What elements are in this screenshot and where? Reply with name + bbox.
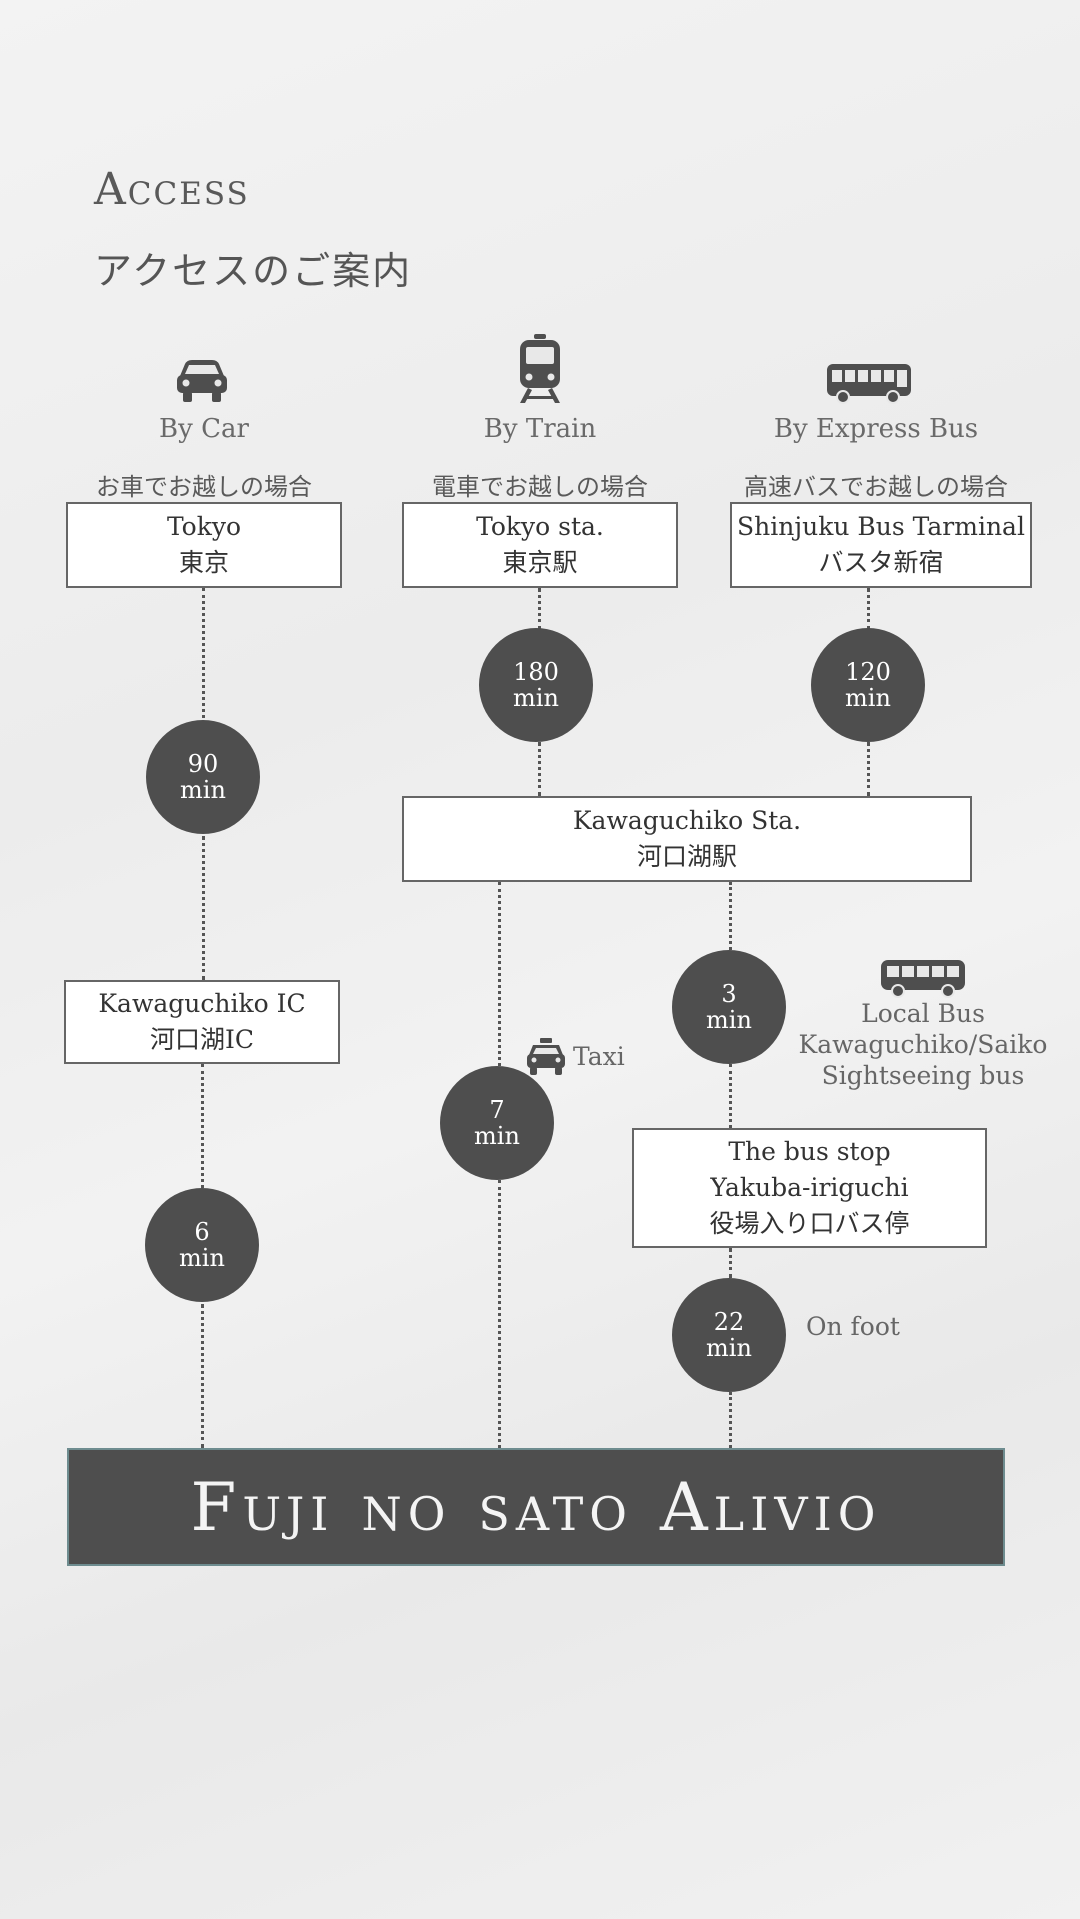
station-name-en: The bus stop	[728, 1137, 891, 1166]
destination-name: Fuji no sato Alivio	[190, 1468, 882, 1546]
duration-value: 90	[187, 750, 219, 778]
local-bus-label-line: Local Bus	[861, 999, 985, 1028]
local-bus-label: Local Bus Kawaguchiko/Saiko Sightseeing …	[782, 998, 1064, 1091]
station-name-ja: 河口湖IC	[149, 1025, 254, 1054]
connector-line	[867, 588, 870, 630]
bus-icon	[826, 362, 912, 404]
on-foot-label: On foot	[806, 1312, 900, 1341]
duration-value: 22	[713, 1308, 745, 1336]
connector-line	[202, 588, 205, 718]
duration-unit: min	[706, 1334, 752, 1362]
mode-car-sub: お車でお越しの場合	[96, 473, 312, 501]
duration-unit: min	[180, 776, 226, 804]
duration-unit: min	[513, 684, 559, 712]
connector-line	[201, 1064, 204, 1188]
local-bus-icon	[880, 958, 966, 998]
destination-banner: Fuji no sato Alivio	[67, 1448, 1005, 1566]
duration-value: 3	[721, 980, 737, 1008]
duration-circle-car-1: 90 min	[146, 720, 260, 834]
station-name-en: Shinjuku Bus Tarminal	[737, 512, 1025, 541]
taxi-label: Taxi	[573, 1042, 625, 1071]
duration-circle-taxi: 7 min	[440, 1066, 554, 1180]
station-name-en: Kawaguchiko IC	[98, 989, 306, 1018]
station-name-ja: 東京駅	[502, 548, 578, 577]
mode-car-label: By Car	[159, 414, 249, 444]
connector-line	[538, 588, 541, 630]
connector-line	[498, 1180, 501, 1448]
local-bus-label-line: Kawaguchiko/Saiko	[798, 1030, 1048, 1059]
station-name-ja: バスタ新宿	[818, 548, 944, 577]
duration-value: 6	[194, 1218, 210, 1246]
station-shinjuku: Shinjuku Bus Tarminal バスタ新宿	[730, 502, 1032, 588]
connector-line	[729, 882, 732, 950]
connector-line	[498, 882, 501, 1066]
station-name-en: Tokyo	[166, 512, 242, 541]
access-title: Access	[94, 164, 250, 215]
connector-line	[729, 1392, 732, 1448]
mode-bus-sub: 高速バスでお越しの場合	[744, 473, 1008, 501]
connector-line	[867, 742, 870, 796]
taxi-icon	[526, 1038, 566, 1076]
station-name-ja: 役場入り口バス停	[709, 1209, 910, 1238]
duration-circle-foot: 22 min	[672, 1278, 786, 1392]
duration-value: 7	[489, 1096, 505, 1124]
station-name-en: Tokyo sta.	[476, 512, 604, 541]
connector-line	[729, 1064, 732, 1128]
mode-bus-label: By Express Bus	[773, 414, 979, 444]
mode-train-label: By Train	[483, 414, 597, 444]
mode-train-sub: 電車でお越しの場合	[432, 473, 648, 501]
station-bus-stop: The bus stop Yakuba-iriguchi 役場入り口バス停	[632, 1128, 987, 1248]
station-tokyo-sta: Tokyo sta. 東京駅	[402, 502, 678, 588]
station-kawaguchiko-ic: Kawaguchiko IC 河口湖IC	[64, 980, 340, 1064]
duration-circle-car-2: 6 min	[145, 1188, 259, 1302]
station-name-ja: 東京	[178, 548, 229, 577]
connector-line	[729, 1248, 732, 1278]
duration-circle-local-bus: 3 min	[672, 950, 786, 1064]
station-name-en: Yakuba-iriguchi	[710, 1173, 909, 1202]
duration-value: 180	[513, 658, 559, 686]
duration-circle-bus: 120 min	[811, 628, 925, 742]
station-tokyo: Tokyo 東京	[66, 502, 342, 588]
duration-unit: min	[845, 684, 891, 712]
car-icon	[175, 358, 229, 404]
connector-line	[202, 836, 205, 980]
local-bus-label-line: Sightseeing bus	[821, 1061, 1025, 1090]
station-name-en: Kawaguchiko Sta.	[572, 806, 802, 835]
duration-value: 120	[845, 658, 891, 686]
duration-unit: min	[474, 1122, 520, 1150]
connector-line	[201, 1304, 204, 1448]
connector-line	[538, 742, 541, 796]
station-kawaguchiko-sta: Kawaguchiko Sta. 河口湖駅	[402, 796, 972, 882]
train-icon	[516, 334, 564, 404]
access-subtitle: アクセスのご案内	[94, 249, 413, 293]
duration-unit: min	[179, 1244, 225, 1272]
duration-circle-train: 180 min	[479, 628, 593, 742]
station-name-ja: 河口湖駅	[636, 842, 737, 871]
duration-unit: min	[706, 1006, 752, 1034]
